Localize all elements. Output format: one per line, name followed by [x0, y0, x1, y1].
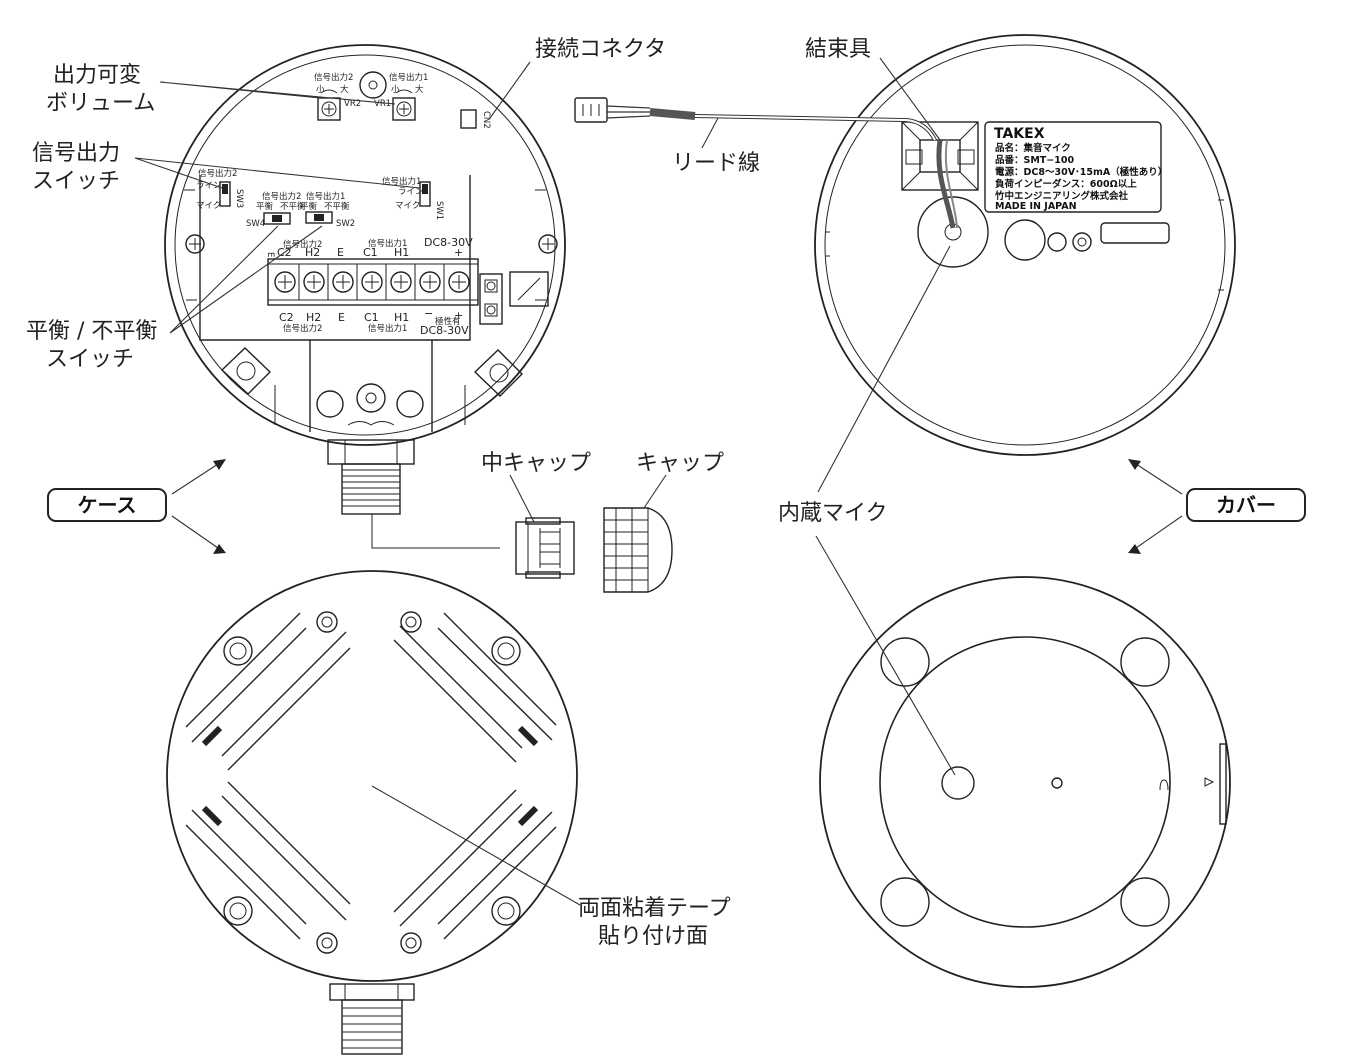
- svg-text:電源：DC8〜30V･15mA（極性あり）: 電源：DC8〜30V･15mA（極性あり）: [995, 166, 1167, 178]
- terminal-screw-icon: [303, 271, 325, 293]
- svg-text:TAKEX: TAKEX: [994, 126, 1045, 142]
- sw1-switch: [419, 181, 431, 207]
- label-output-volume-2: ボリューム: [46, 91, 155, 116]
- svg-text:信号出力1: 信号出力1: [382, 176, 421, 187]
- svg-text:MADE IN JAPAN: MADE IN JAPAN: [995, 201, 1077, 212]
- svg-text:負荷インピーダンス：600Ω以上: 負荷インピーダンス：600Ω以上: [995, 178, 1137, 190]
- svg-text:信号出力1: 信号出力1: [368, 238, 407, 249]
- terminal-screw-icon: [274, 271, 296, 293]
- svg-text:平衡: 平衡: [256, 201, 274, 212]
- svg-text:竹中エンジニアリング株式会社: 竹中エンジニアリング株式会社: [994, 190, 1129, 202]
- label-cable-tie: 結束具: [805, 37, 871, 62]
- svg-text:ライン: ライン: [196, 181, 222, 191]
- cap: [603, 507, 673, 593]
- svg-text:信号出力2: 信号出力2: [198, 168, 237, 179]
- svg-text:SW3: SW3: [234, 189, 244, 208]
- terminal-screw-icon: [448, 271, 470, 293]
- case-bottom: [166, 570, 578, 1055]
- label-balance-switch-1: 平衡 / 不平衡: [26, 319, 157, 344]
- label-builtin-mic: 内蔵マイク: [778, 501, 888, 526]
- svg-text:ケース: ケース: [78, 493, 137, 517]
- svg-text:信号出力2: 信号出力2: [262, 191, 301, 202]
- svg-text:信号出力2: 信号出力2: [283, 239, 322, 250]
- svg-text:小: 小: [391, 84, 400, 95]
- label-cap: キャップ: [636, 451, 724, 476]
- terminal-block: [267, 258, 479, 306]
- svg-text:VR2: VR2: [344, 99, 361, 109]
- label-tape-surface-2: 貼り付け面: [598, 924, 708, 949]
- terminal-screw-icon: [332, 271, 354, 293]
- svg-text:H2: H2: [305, 246, 320, 259]
- svg-text:E: E: [338, 311, 345, 324]
- vr1-volume: [392, 97, 416, 121]
- case-interior: 信号出力2 信号出力1 小 大 小 大 VR2 VR1 CN2 信号出力2 ライ…: [164, 44, 566, 549]
- sw3-switch: [219, 181, 231, 207]
- svg-text:E: E: [265, 252, 275, 257]
- svg-text:SW4: SW4: [246, 219, 265, 229]
- svg-text:品番：SMT−100: 品番：SMT−100: [995, 154, 1074, 166]
- mic-hole-front: [941, 766, 975, 800]
- svg-text:VR1: VR1: [374, 99, 391, 109]
- cover-front: [819, 576, 1231, 988]
- svg-text:H2: H2: [306, 311, 321, 324]
- svg-text:平衡: 平衡: [300, 201, 318, 212]
- sw4-switch: [263, 212, 291, 225]
- svg-text:DC8-30V: DC8-30V: [420, 324, 469, 337]
- connector-cn2: CN2: [460, 109, 491, 129]
- svg-text:C1: C1: [363, 246, 378, 259]
- label-mid-cap: 中キャップ: [481, 451, 591, 476]
- cover-tag: カバー: [1128, 459, 1306, 554]
- svg-text:信号出力2: 信号出力2: [283, 323, 322, 334]
- label-connector: 接続コネクタ: [535, 37, 666, 62]
- svg-text:C1: C1: [364, 311, 379, 324]
- terminal-screw-icon: [419, 271, 441, 293]
- svg-text:信号出力1: 信号出力1: [306, 191, 345, 202]
- label-lead-wire: リード線: [672, 151, 760, 176]
- svg-text:不平衡: 不平衡: [280, 201, 306, 212]
- svg-text:極性有: 極性有: [435, 316, 461, 327]
- label-balance-switch-2: スイッチ: [46, 347, 134, 372]
- svg-text:マイク: マイク: [196, 201, 221, 211]
- svg-text:信号出力1: 信号出力1: [368, 323, 407, 334]
- svg-text:CN2: CN2: [481, 111, 491, 129]
- svg-text:+: +: [454, 309, 463, 322]
- svg-text:+: +: [454, 246, 463, 259]
- svg-text:カバー: カバー: [1216, 493, 1276, 517]
- svg-text:H1: H1: [394, 246, 409, 259]
- svg-text:DC8-30V: DC8-30V: [424, 236, 473, 249]
- svg-text:不平衡: 不平衡: [324, 201, 350, 212]
- svg-text:大: 大: [340, 84, 349, 95]
- label-signal-switch-1: 信号出力: [32, 141, 120, 166]
- svg-text:ライン: ライン: [398, 187, 424, 197]
- cover-interior: TAKEX 品名：集音マイク 品番：SMT−100 電源：DC8〜30V･15m…: [814, 34, 1236, 456]
- name-plate: TAKEX 品名：集音マイク 品番：SMT−100 電源：DC8〜30V･15m…: [984, 121, 1167, 213]
- screw-icon: [538, 234, 558, 254]
- svg-text:C2: C2: [279, 311, 294, 324]
- svg-text:SW2: SW2: [336, 219, 355, 229]
- mid-cap: [515, 517, 575, 579]
- svg-text:SW1: SW1: [434, 201, 444, 220]
- terminal-screw-icon: [361, 271, 383, 293]
- svg-text:小: 小: [316, 84, 325, 95]
- svg-text:大: 大: [415, 84, 424, 95]
- case-tag: ケース: [47, 459, 226, 554]
- label-output-volume-1: 出力可変: [53, 63, 141, 88]
- svg-text:品名：集音マイク: 品名：集音マイク: [995, 142, 1071, 154]
- vr2-label: 信号出力2: [314, 72, 353, 83]
- leader-lines: [134, 57, 956, 906]
- svg-text:H1: H1: [394, 311, 409, 324]
- svg-text:マイク: マイク: [395, 201, 420, 211]
- terminal-screw-icon: [390, 271, 412, 293]
- svg-text:−: −: [424, 307, 433, 320]
- mic-hole: [917, 196, 989, 268]
- vr1-label: 信号出力1: [389, 72, 428, 83]
- lead-wire: [574, 97, 937, 141]
- screw-icon: [185, 234, 205, 254]
- label-signal-switch-2: スイッチ: [32, 169, 120, 194]
- svg-text:E: E: [337, 246, 344, 259]
- vr2-volume: [317, 97, 341, 121]
- label-tape-surface-1: 両面粘着テープ: [578, 896, 731, 921]
- sw2-switch: [305, 211, 333, 224]
